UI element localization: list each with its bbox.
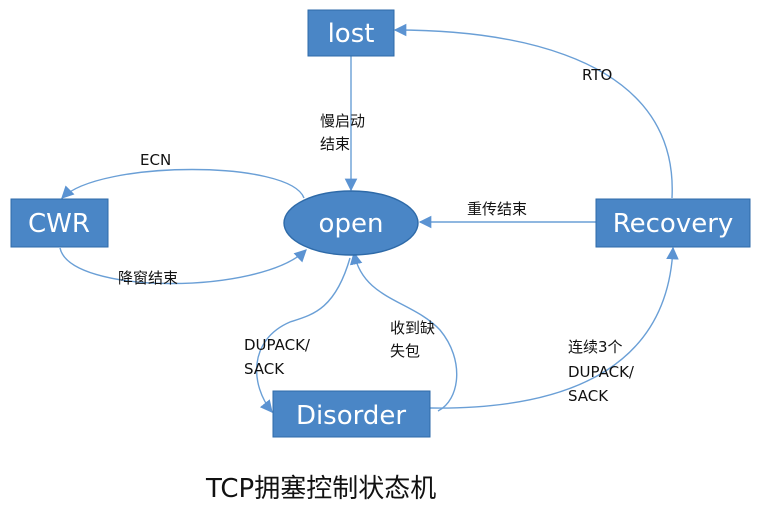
- edge-open-to-cwr: [61, 168, 305, 199]
- diagram-caption: TCP拥塞控制状态机: [205, 474, 436, 504]
- node-open-label: open: [319, 209, 384, 239]
- node-lost-label: lost: [328, 19, 375, 49]
- label-ecn: ECN: [140, 151, 171, 169]
- node-recovery-label: Recovery: [613, 209, 734, 239]
- edge-recovery-to-lost: [393, 23, 673, 199]
- edge-disorder-to-open: [349, 251, 458, 412]
- label-retransmit-end: 重传结束: [467, 200, 527, 218]
- label-three-dupack: 连续3个 DUPACK/ SACK: [568, 338, 639, 405]
- node-disorder-label: Disorder: [296, 401, 406, 431]
- label-window-reduced: 降窗结束: [118, 269, 178, 287]
- edge-cwr-to-open: [59, 247, 307, 285]
- label-received-missing: 收到缺 失包: [390, 319, 440, 360]
- node-disorder: Disorder: [272, 390, 431, 438]
- edges: [59, 23, 679, 413]
- node-open: open: [283, 190, 419, 256]
- edge-labels: 慢启动 结束 ECN 降窗结束 重传结束 RTO DUPACK/ SACK 收到…: [118, 66, 639, 405]
- node-cwr: CWR: [10, 198, 109, 248]
- label-slow-start-end: 慢启动 结束: [320, 112, 370, 153]
- edge-disorder-to-recovery: [429, 246, 679, 409]
- node-cwr-label: CWR: [28, 209, 90, 239]
- node-recovery: Recovery: [595, 198, 751, 248]
- label-dupack-sack: DUPACK/ SACK: [244, 336, 315, 378]
- label-rto: RTO: [582, 66, 612, 84]
- node-lost: lost: [307, 9, 395, 57]
- edge-open-to-disorder: [255, 257, 351, 413]
